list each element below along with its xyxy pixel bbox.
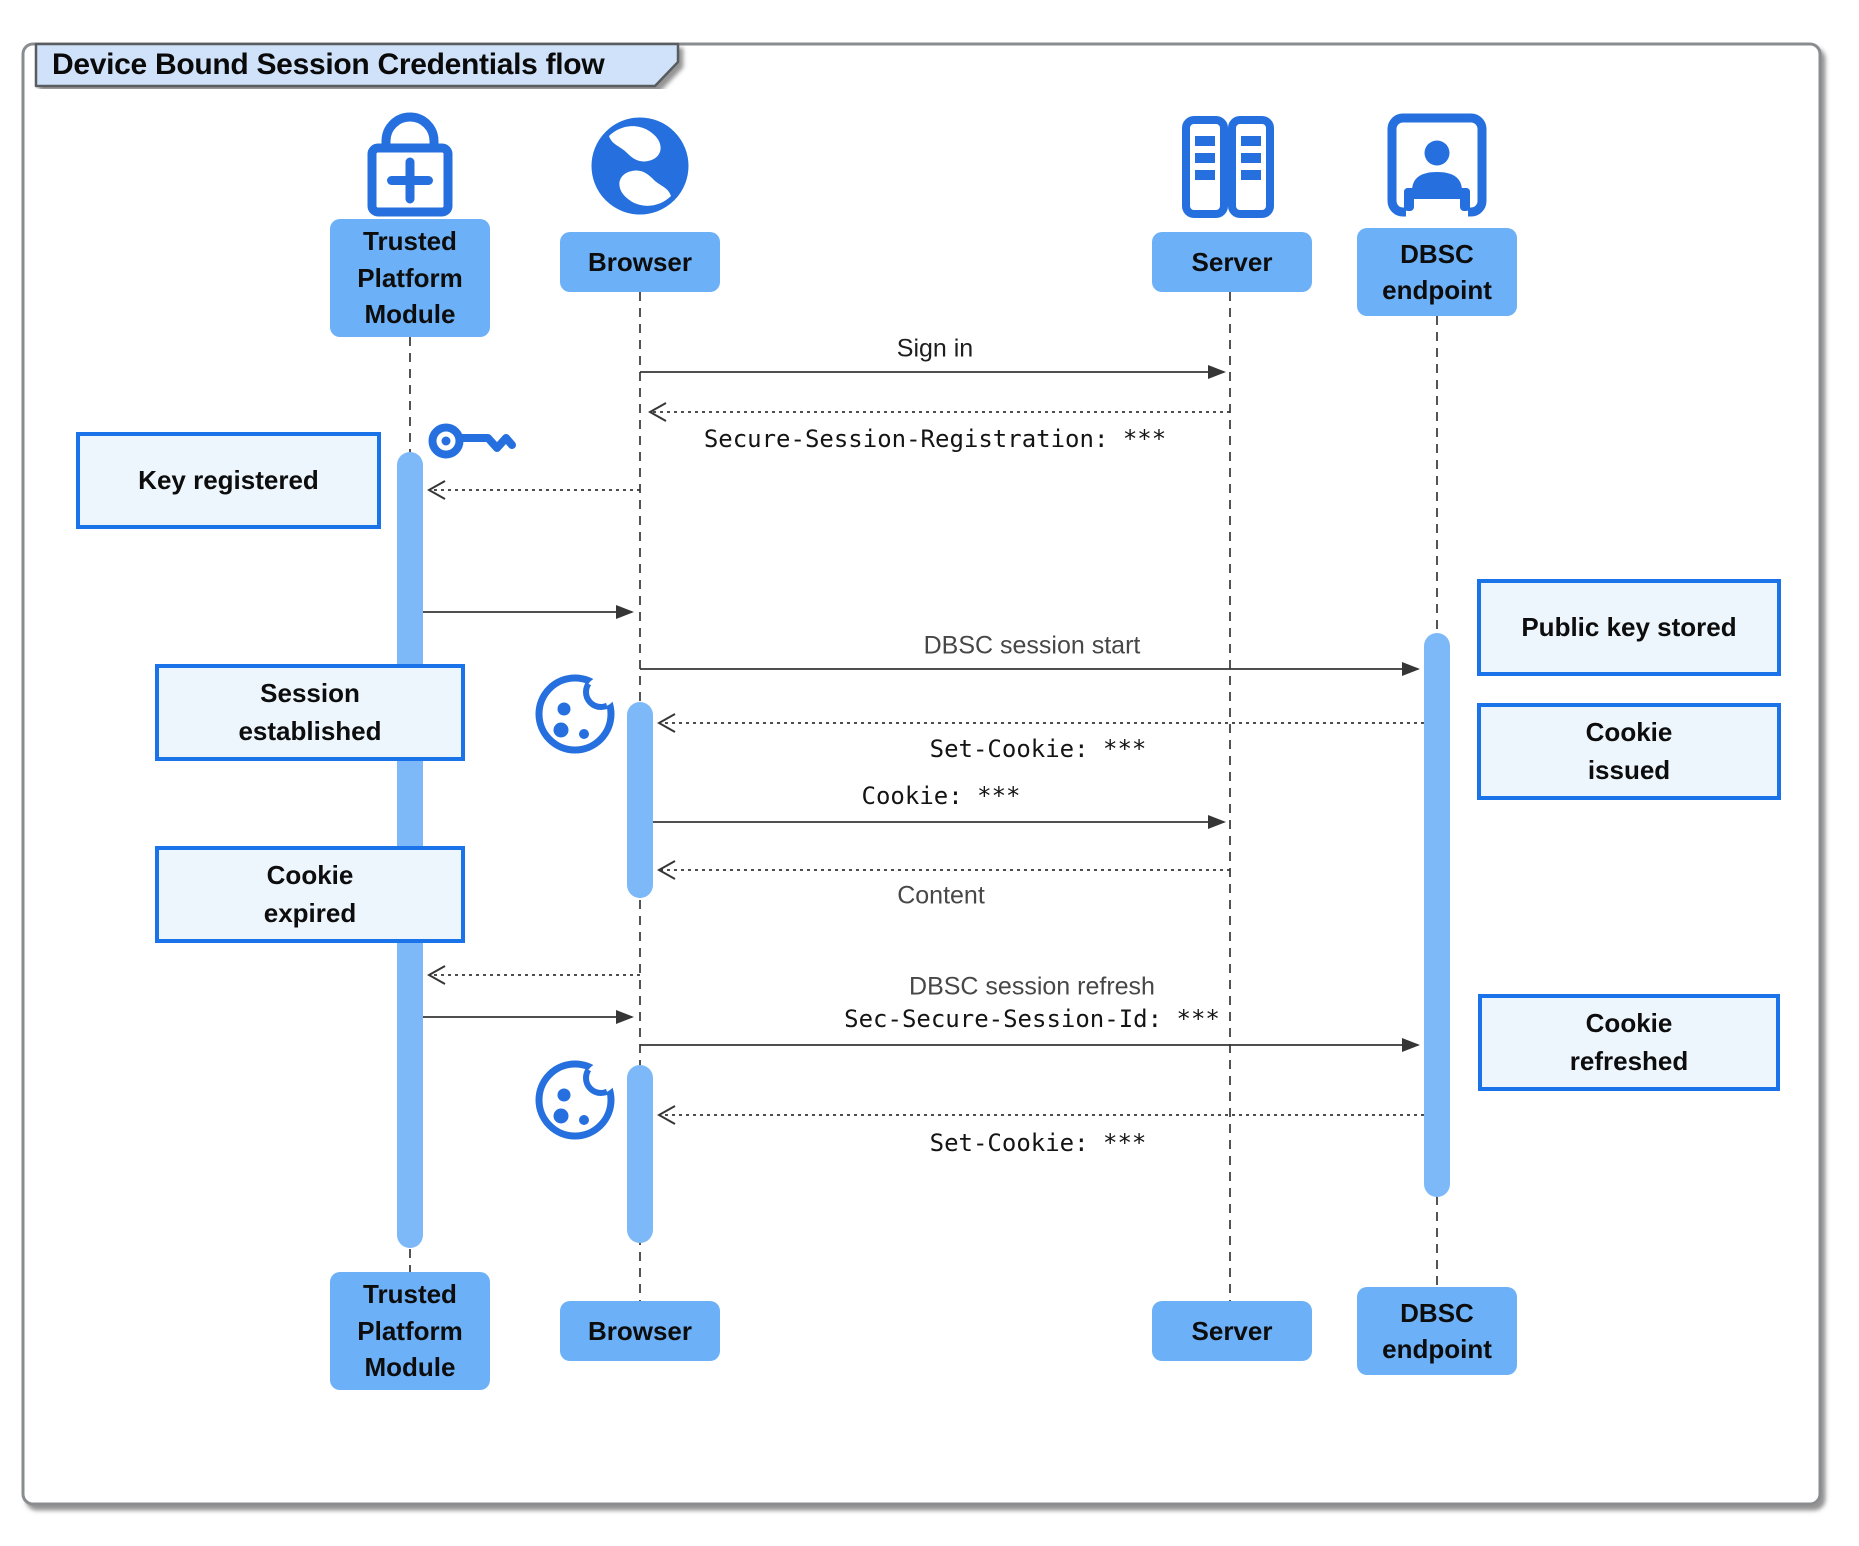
activation-browser-2 [627,1065,653,1243]
message-label-sec-secure-session-id: Sec-Secure-Session-Id: *** [844,1005,1220,1033]
activation-dbsc [1424,633,1450,1197]
participant-server-top: Server [1152,232,1312,292]
participant-tpm-top: Trusted Platform Module [330,219,490,337]
cookie-icon [539,677,616,750]
key-icon [428,423,516,459]
note-cookie-expired: Cookie expired [155,846,465,943]
message-label-secure-session-registration: Secure-Session-Registration: *** [703,425,1167,453]
message-label-dbsc-session-refresh: DBSC session refresh [909,972,1155,1001]
diagram-title: Device Bound Session Credentials flow [52,48,605,81]
message-label-sign-in: Sign in [896,334,974,363]
note-cookie-refreshed: Cookie refreshed [1478,994,1780,1091]
message-label-content: Content [897,881,985,910]
message-label-set-cookie-2: Set-Cookie: *** [929,1129,1147,1157]
message-label-dbsc-session-start: DBSC session start [923,631,1141,660]
message-label-set-cookie-1: Set-Cookie: *** [929,735,1147,763]
title-tab [34,42,680,88]
note-public-key-stored: Public key stored [1477,579,1781,676]
participant-dbsc-bottom: DBSC endpoint [1357,1287,1517,1375]
id-booth-icon [1387,113,1487,218]
participant-browser-bottom: Browser [560,1301,720,1361]
note-cookie-issued: Cookie issued [1477,703,1781,800]
participant-dbsc-top: DBSC endpoint [1357,228,1517,316]
server-rack-icon [1182,116,1274,218]
diagram-frame [21,42,1822,1506]
lock-plus-icon [367,112,453,217]
note-key-registered: Key registered [76,432,381,529]
participant-server-bottom: Server [1152,1301,1312,1361]
message-label-cookie: Cookie: *** [861,782,1021,810]
cookie-icon [539,1063,616,1136]
participant-tpm-bottom: Trusted Platform Module [330,1272,490,1390]
participant-browser-top: Browser [560,232,720,292]
activation-browser-1 [627,702,653,898]
note-session-established: Session established [155,664,465,761]
globe-icon [591,117,689,215]
